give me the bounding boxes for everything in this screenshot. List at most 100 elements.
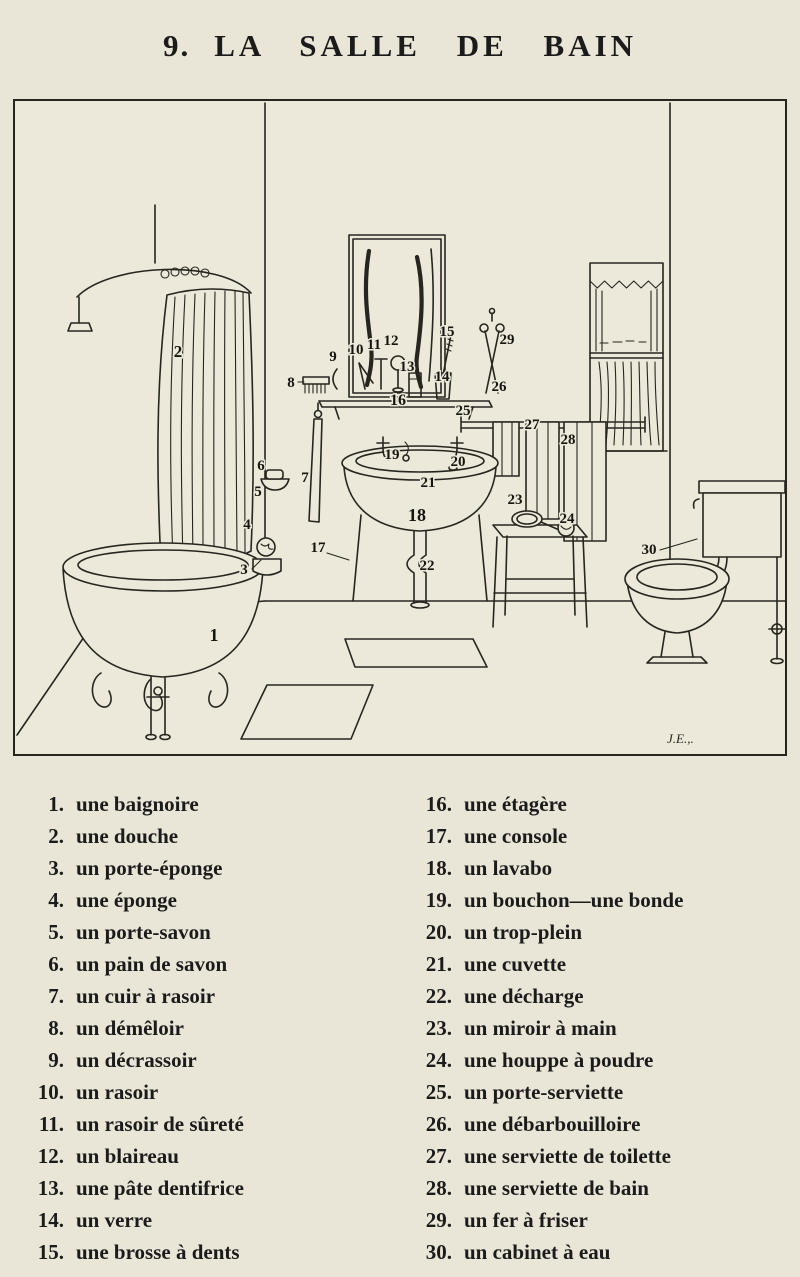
vocab-item-term: un rasoir (76, 1080, 159, 1104)
vocab-item-number: 26. (425, 1112, 452, 1136)
vocab-item-term: un cuir à rasoir (76, 984, 216, 1008)
vocab-item: 19. un bouchon—une bonde (404, 888, 800, 920)
vocab-item: 21. une cuvette (404, 952, 800, 984)
vocab-item-number: 30. (425, 1240, 452, 1264)
vocab-item-term: un trop-plein (464, 920, 583, 944)
figure-label-7: 7 (301, 470, 309, 486)
vocab-item-term: un verre (76, 1208, 153, 1232)
vocab-item: 10.un rasoir (16, 1080, 400, 1112)
vocab-item-number: 20. (425, 920, 452, 944)
figure-label-30: 30 (642, 542, 657, 558)
vocab-item: 24.une houppe à poudre (404, 1048, 800, 1080)
vocab-item: 4. une éponge (16, 888, 400, 920)
vocab-item-term: une baignoire (76, 792, 199, 816)
vocab-item-number: 29. (425, 1208, 452, 1232)
vocab-item-term: une brosse à dents (76, 1240, 240, 1264)
bathroom-illustration: 1234567891011121314151617181920212223242… (16, 102, 785, 746)
vocab-item-term: une serviette de toilette (464, 1144, 671, 1168)
vocab-item: 30. un cabinet à eau (404, 1240, 800, 1272)
vocab-item-term: un porte-éponge (76, 856, 223, 880)
figure-label-19: 19 (385, 447, 400, 463)
vocab-item: 7.un cuir à rasoir (16, 984, 400, 1016)
vocab-item-number: 1. (48, 792, 64, 816)
vocab-item: 23. un miroir à main (404, 1016, 800, 1048)
vocab-item-number: 16. (425, 792, 452, 816)
figure-label-12: 12 (384, 333, 399, 349)
vocab-item-number: 19. (425, 888, 452, 912)
vocab-item: 25. un porte-serviette (404, 1080, 800, 1112)
vocab-item: 18.un lavabo (404, 856, 800, 888)
vocab-item-number: 3. (48, 856, 64, 880)
figure-label-10: 10 (349, 342, 364, 358)
vocab-item: 28.une serviette de bain (404, 1176, 800, 1208)
vocab-item: 15.une brosse à dents (16, 1240, 400, 1272)
vocab-item: 13. une pâte dentifrice (16, 1176, 400, 1208)
vocab-item-number: 23. (425, 1016, 452, 1040)
vocab-item: 20. un trop-plein (404, 920, 800, 952)
figure-label-26: 26 (492, 379, 508, 395)
wall-mirror-drawing (348, 234, 446, 398)
vocab-item-number: 25. (425, 1080, 452, 1104)
figure-label-6: 6 (257, 458, 265, 474)
figure-label-2: 2 (174, 342, 183, 361)
figure-label-27: 27 (525, 417, 541, 433)
figure-label-17: 17 (311, 540, 327, 556)
label-connectors (251, 381, 698, 570)
vocab-item-number: 9. (48, 1048, 64, 1072)
vocab-item-term: une éponge (76, 888, 177, 912)
towel-rack-drawing (460, 416, 646, 542)
vocab-item-number: 27. (425, 1144, 452, 1168)
vocab-item-term: un démêloir (76, 1016, 184, 1040)
vocab-item-number: 4. (48, 888, 64, 912)
figure-label-14: 14 (435, 369, 451, 385)
vocab-item: 27. une serviette de toilette (404, 1144, 800, 1176)
figure-label-1: 1 (210, 625, 219, 645)
vocab-item: 26.une débarbouilloire (404, 1112, 800, 1144)
vocab-item: 6.un pain de savon (16, 952, 400, 984)
vocab-item-number: 22. (425, 984, 452, 1008)
vocab-item-term: un porte-serviette (464, 1080, 624, 1104)
figure-label-25: 25 (456, 403, 471, 419)
vocab-item: 8. un démêloir (16, 1016, 400, 1048)
figure-label-21: 21 (421, 475, 436, 491)
figure-label-28: 28 (561, 432, 576, 448)
figure-label-13: 13 (400, 359, 415, 375)
vocab-item-term: un bouchon—une bonde (464, 888, 684, 912)
curling-iron-drawing (479, 307, 505, 394)
vocab-item-term: une cuvette (464, 952, 567, 976)
vocab-item-term: un pain de savon (76, 952, 228, 976)
figure-label-9: 9 (329, 349, 337, 365)
vocab-item-term: une décharge (464, 984, 584, 1008)
bathtub-drawing (62, 204, 323, 741)
vocab-item-term: un cabinet à eau (464, 1240, 611, 1264)
vocab-item-term: un décrassoir (76, 1048, 197, 1072)
vocab-item-number: 13. (37, 1176, 64, 1200)
vocab-item: 9. un décrassoir (16, 1048, 400, 1080)
vocab-item-number: 8. (48, 1016, 64, 1040)
vocab-item: 12.un blaireau (16, 1144, 400, 1176)
vocab-item-term: un blaireau (76, 1144, 179, 1168)
stool-drawing (492, 510, 588, 628)
vocab-item: 3. un porte-éponge (16, 856, 400, 888)
vocab-item-term: un miroir à main (464, 1016, 617, 1040)
vocab-item: 14.un verre (16, 1208, 400, 1240)
figure-label-16: 16 (390, 392, 406, 409)
vocab-item-number: 21. (425, 952, 452, 976)
vocab-item-number: 28. (425, 1176, 452, 1200)
vocab-item: 2.une douche (16, 824, 400, 856)
vocab-item-term: une pâte dentifrice (76, 1176, 244, 1200)
vocab-item-term: un fer à friser (464, 1208, 588, 1232)
figure-label-29: 29 (500, 332, 515, 348)
rugs-drawing (240, 638, 488, 740)
figure-label-11: 11 (367, 337, 381, 353)
figure-label-8: 8 (287, 375, 295, 391)
artist-signature: J.E.,. (667, 731, 694, 746)
vocab-item: 1. une baignoire (16, 792, 400, 824)
vocab-item: 17.une console (404, 824, 800, 856)
vocab-item-term: un porte-savon (76, 920, 211, 944)
vocab-item: 29. un fer à friser (404, 1208, 800, 1240)
